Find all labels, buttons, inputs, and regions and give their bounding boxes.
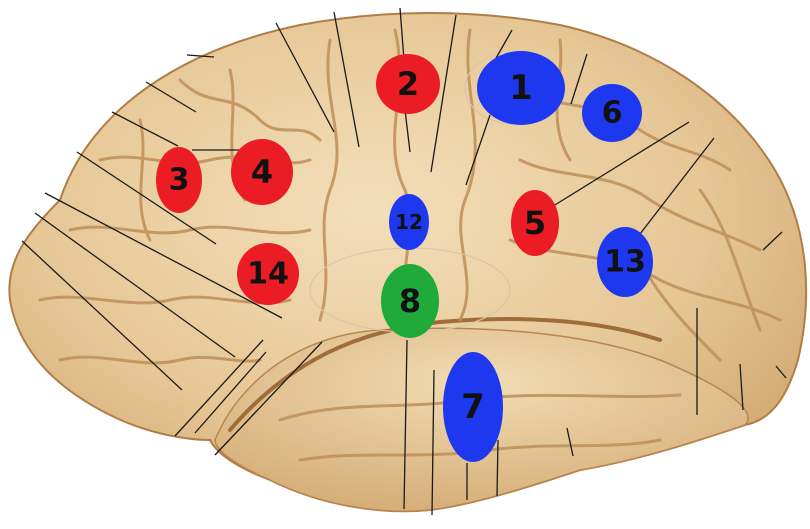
region-5: 5 bbox=[511, 190, 559, 256]
region-2: 2 bbox=[376, 54, 440, 114]
region-12-blob bbox=[389, 194, 429, 250]
region-2-label: 2 bbox=[397, 65, 419, 103]
region-7: 7 bbox=[443, 352, 503, 462]
region-6-label: 6 bbox=[602, 96, 623, 131]
region-3: 3 bbox=[156, 147, 202, 213]
region-13: 13 bbox=[597, 227, 653, 297]
region-14-label: 14 bbox=[247, 257, 289, 292]
region-14-blob bbox=[237, 243, 299, 305]
region-2-blob bbox=[376, 54, 440, 114]
region-5-label: 5 bbox=[524, 204, 546, 242]
region-1-blob bbox=[477, 51, 565, 125]
region-6: 6 bbox=[582, 84, 642, 142]
region-6-blob bbox=[582, 84, 642, 142]
region-8: 8 bbox=[381, 264, 439, 338]
region-8-label: 8 bbox=[399, 282, 421, 320]
region-7-blob bbox=[443, 352, 503, 462]
region-14: 14 bbox=[237, 243, 299, 305]
leader-lines bbox=[21, 7, 787, 516]
region-5-blob bbox=[511, 190, 559, 256]
region-4-label: 4 bbox=[251, 153, 273, 191]
region-7-label: 7 bbox=[461, 387, 485, 427]
region-3-blob bbox=[156, 147, 202, 213]
region-4: 4 bbox=[231, 139, 293, 205]
lateral-fissure bbox=[228, 317, 662, 432]
region-4-blob bbox=[231, 139, 293, 205]
region-13-label: 13 bbox=[604, 245, 646, 280]
region-8-blob bbox=[381, 264, 439, 338]
region-12: 12 bbox=[389, 194, 429, 250]
region-13-blob bbox=[597, 227, 653, 297]
region-12-label: 12 bbox=[395, 210, 423, 234]
region-1: 1 bbox=[477, 51, 565, 125]
region-3-label: 3 bbox=[169, 163, 190, 198]
region-1-label: 1 bbox=[509, 68, 533, 108]
